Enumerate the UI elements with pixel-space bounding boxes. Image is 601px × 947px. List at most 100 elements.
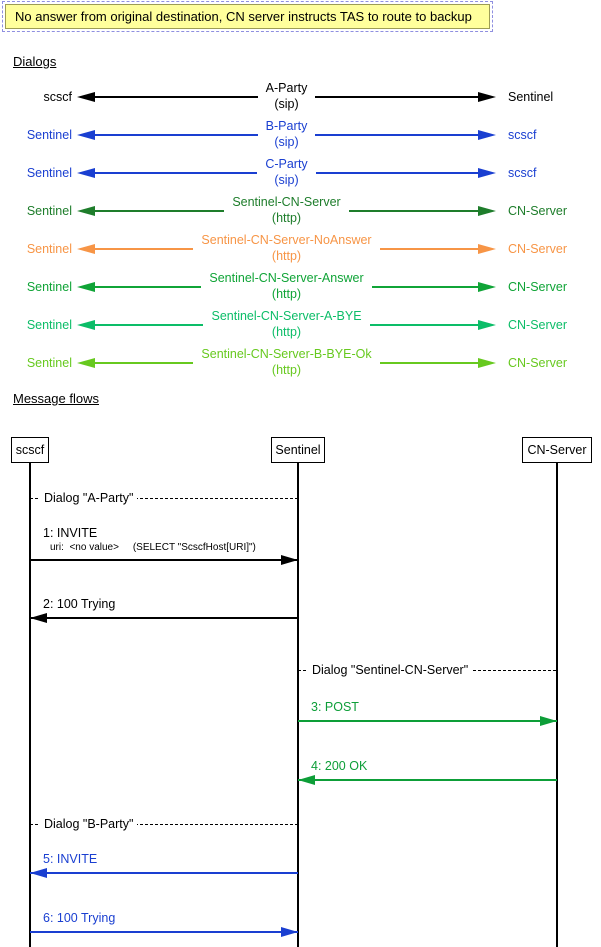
dialog-from-label: Sentinel — [26, 166, 72, 180]
dialog-line-segment — [315, 96, 478, 98]
arrowhead-left-icon — [77, 244, 95, 254]
message-arrowhead-icon — [281, 555, 298, 565]
dialog-separator-line — [30, 824, 298, 825]
message-label[interactable]: 4: 200 OK — [311, 759, 368, 773]
message-arrow-line[interactable] — [30, 617, 298, 619]
dialog-from-label: Sentinel — [26, 280, 72, 294]
message-label[interactable]: 2: 100 Trying — [43, 597, 116, 611]
dialog-arrow: Sentinel-CN-Server(http) — [77, 195, 496, 226]
dialog-label: A-Party(sip) — [266, 81, 308, 112]
dialog-label: Sentinel-CN-Server-B-BYE-Ok(http) — [201, 347, 371, 378]
dialog-arrow: Sentinel-CN-Server-B-BYE-Ok(http) — [77, 347, 496, 378]
dialog-label: Sentinel-CN-Server(http) — [232, 195, 340, 226]
message-label[interactable]: 5: INVITE — [43, 852, 98, 866]
dialog-label: Sentinel-CN-Server-Answer(http) — [209, 271, 363, 302]
arrowhead-left-icon — [77, 92, 95, 102]
lifeline-scscf — [29, 463, 31, 947]
message-arrow-line[interactable] — [30, 872, 298, 874]
lifeline-cn-server — [556, 463, 558, 947]
arrowhead-left-icon — [77, 358, 95, 368]
arrowhead-right-icon — [478, 320, 497, 330]
message-arrow-line[interactable] — [30, 559, 298, 561]
dialog-label: C-Party(sip) — [265, 157, 307, 188]
dialog-protocol: (sip) — [274, 173, 299, 187]
dialog-line-segment — [371, 286, 478, 288]
message-label[interactable]: 6: 100 Trying — [43, 911, 116, 925]
lifeline-sentinel — [297, 463, 299, 947]
dialog-separator-line — [30, 498, 298, 499]
dialog-name: Sentinel-CN-Server — [232, 195, 341, 210]
dialog-line-segment — [348, 210, 478, 212]
message-arrow-line[interactable] — [298, 720, 557, 722]
dialog-line-segment — [379, 362, 478, 364]
arrowhead-left-icon — [77, 282, 95, 292]
note-selection-marquee: No answer from original destination, CN … — [2, 1, 493, 32]
message-flows-heading: Message flows — [13, 391, 99, 406]
dialog-from-label: scscf — [43, 90, 72, 104]
dialog-protocol: (sip) — [274, 135, 299, 149]
dialog-arrow: A-Party(sip) — [77, 81, 496, 112]
dialog-separator-label[interactable]: Dialog "Sentinel-CN-Server" — [308, 662, 473, 678]
dialog-arrow: C-Party(sip) — [77, 157, 496, 188]
dialog-row[interactable]: Sentinel B-Party(sip) scscf — [0, 116, 601, 154]
dialog-name: Sentinel-CN-Server-NoAnswer — [201, 233, 372, 248]
message-arrowhead-icon — [298, 775, 315, 785]
dialog-protocol: (http) — [271, 249, 302, 263]
arrowhead-left-icon — [77, 168, 95, 178]
dialog-arrow: Sentinel-CN-Server-Answer(http) — [77, 271, 496, 302]
dialog-name: C-Party — [265, 157, 308, 172]
dialog-line-segment — [315, 172, 478, 174]
actor-box-sentinel[interactable]: Sentinel — [271, 437, 325, 463]
note-banner[interactable]: No answer from original destination, CN … — [5, 4, 490, 29]
dialog-to-label: CN-Server — [508, 242, 568, 256]
dialog-row[interactable]: scscf A-Party(sip) Sentinel — [0, 78, 601, 116]
dialog-label: B-Party(sip) — [266, 119, 308, 150]
actor-box-scscf[interactable]: scscf — [11, 437, 49, 463]
dialog-row[interactable]: Sentinel Sentinel-CN-Server-Answer(http) C… — [0, 268, 601, 306]
dialog-label: Sentinel-CN-Server-NoAnswer(http) — [201, 233, 371, 264]
dialog-line-segment — [95, 210, 225, 212]
dialog-separator-label[interactable]: Dialog "B-Party" — [40, 816, 138, 832]
message-label[interactable]: 1: INVITE — [43, 526, 98, 540]
arrowhead-left-icon — [77, 130, 95, 140]
dialog-name: Sentinel-CN-Server-Answer — [209, 271, 364, 286]
arrowhead-right-icon — [478, 92, 496, 102]
arrowhead-left-icon — [77, 206, 95, 216]
message-arrowhead-icon — [540, 716, 557, 726]
arrowhead-right-icon — [478, 206, 496, 216]
dialog-line-segment — [95, 362, 194, 364]
arrowhead-right-icon — [478, 168, 496, 178]
dialog-to-label: Sentinel — [508, 90, 554, 104]
dialog-name: A-Party — [265, 81, 308, 96]
note-text: No answer from original destination, CN … — [15, 9, 472, 24]
arrowhead-right-icon — [478, 130, 496, 140]
message-arrowhead-icon — [281, 927, 298, 937]
dialog-from-label: Sentinel — [26, 204, 72, 218]
message-label[interactable]: 3: POST — [311, 700, 359, 714]
dialog-to-label: CN-Server — [508, 280, 568, 294]
dialog-label: Sentinel-CN-Server-A-BYE(http) — [211, 309, 361, 340]
dialog-line-segment — [95, 248, 194, 250]
message-arrow-line[interactable] — [298, 779, 557, 781]
dialog-protocol: (http) — [271, 211, 302, 225]
dialog-arrow: B-Party(sip) — [77, 119, 496, 150]
message-arrow-line[interactable] — [30, 931, 298, 933]
dialog-separator-label[interactable]: Dialog "A-Party" — [40, 490, 138, 506]
dialogs-heading: Dialogs — [13, 54, 57, 69]
actor-box-cn-server[interactable]: CN-Server — [522, 437, 592, 463]
dialog-to-label: scscf — [508, 128, 537, 142]
dialog-arrow: Sentinel-CN-Server-A-BYE(http) — [77, 309, 497, 340]
dialog-line-segment — [95, 134, 258, 136]
arrowhead-right-icon — [478, 282, 496, 292]
dialog-from-label: Sentinel — [26, 128, 72, 142]
dialog-line-segment — [95, 286, 202, 288]
message-arrowhead-icon — [30, 868, 47, 878]
message-detail: uri: <no value> (SELECT "ScscfHost[URI]"… — [50, 542, 256, 553]
arrowhead-left-icon — [77, 320, 95, 330]
